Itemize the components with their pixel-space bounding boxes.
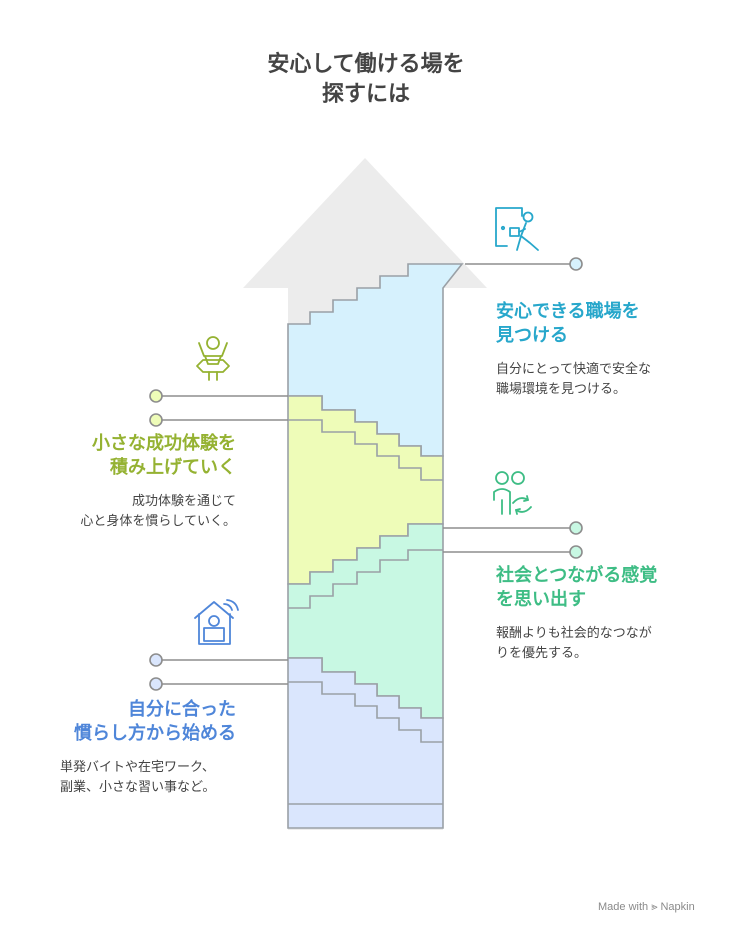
people-connecting-icon [493, 471, 532, 515]
step-4-description-line-1: 単発バイトや在宅ワーク、 [60, 760, 215, 775]
step-1-description-line-2: 職場環境を見つける。 [496, 382, 627, 397]
person-celebrating-icon [196, 336, 230, 381]
connector-lines [162, 263, 570, 685]
step-3-heading-line-2: を思い出す [496, 589, 586, 610]
stair-outline-lower [288, 681, 443, 743]
step-1-heading-line-2: 見つける [496, 325, 568, 346]
step-4-heading-line-2: 慣らし方から始める [74, 723, 236, 744]
page-title-line-1: 安心して働ける場を [267, 52, 465, 77]
step-2-heading-line-2: 積み上げていく [110, 457, 236, 478]
napkin-credit: Made with ⪢ Napkin [598, 901, 695, 913]
step-3-description-line-1: 報酬よりも社会的なつなが [496, 626, 652, 641]
connector-dot-2b [149, 413, 163, 427]
step-3-description-line-2: りを優先する。 [496, 646, 588, 661]
connector-dot-4b [149, 677, 163, 691]
step-1-heading-line-1: 安心できる職場を [496, 301, 640, 322]
connector-dot-3b [569, 545, 583, 559]
connector-dot-3a [569, 521, 583, 535]
step-4-description-line-2: 副業、小さな習い事など。 [60, 780, 216, 795]
step-1-description-line-1: 自分にとって快適で安全な [496, 362, 651, 377]
connector-dot-4a [149, 653, 163, 667]
connector-dot-2a [149, 389, 163, 403]
stair-band-4 [287, 657, 444, 829]
step-4-heading-line-1: 自分に合った [128, 699, 236, 720]
page-title-line-2: 探すには [321, 82, 410, 107]
step-2-description-line-1: 成功体験を通じて [131, 494, 236, 509]
connector-dot-1 [569, 257, 583, 271]
step-3-heading-line-1: 社会とつながる感覚 [496, 565, 658, 586]
step-2-heading-line-1: 小さな成功体験を [92, 433, 236, 454]
worker-at-door-icon [495, 207, 539, 251]
stair-outline-middle [288, 549, 443, 609]
stair-outline-upper [288, 419, 443, 481]
remote-work-home-icon [194, 599, 239, 645]
step-2-description-line-2: 心と身体を慣らしていく。 [80, 514, 236, 529]
